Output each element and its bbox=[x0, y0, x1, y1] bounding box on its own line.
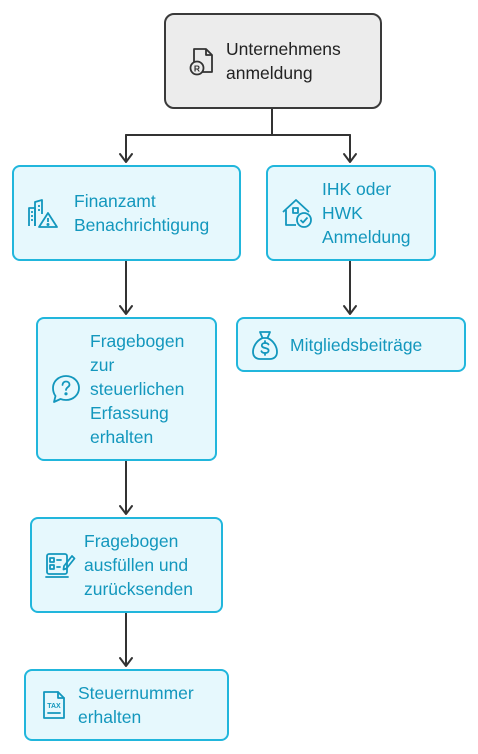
money-bag-icon bbox=[250, 329, 280, 361]
node-label: Unternehmens anmeldung bbox=[226, 39, 341, 83]
form-edit-icon bbox=[44, 549, 76, 581]
arrow-erhalten-ausfuellen bbox=[119, 505, 133, 515]
edge-root-split bbox=[125, 108, 351, 136]
arrow-ausfuellen-steuernummer bbox=[119, 657, 133, 667]
question-bubble-icon bbox=[50, 373, 82, 405]
node-label: IHK oder HWK Anmeldung bbox=[322, 179, 411, 247]
buildings-warning-icon bbox=[26, 196, 60, 230]
node-steuernummer-erhalten: TAX Steuernummer erhalten bbox=[24, 669, 229, 741]
arrow-root-finanzamt bbox=[119, 153, 133, 163]
node-label: Fragebogen ausfüllen und zurücksenden bbox=[84, 531, 193, 599]
tax-document-icon: TAX bbox=[40, 689, 68, 721]
node-label: Finanzamt Benachrichtigung bbox=[74, 191, 210, 235]
svg-text:R: R bbox=[194, 64, 200, 74]
node-fragebogen-erhalten: Fragebogen zur steuerlichen Erfassung er… bbox=[36, 317, 217, 461]
house-check-icon bbox=[280, 196, 314, 230]
registered-document-icon: R bbox=[186, 46, 216, 76]
arrow-ihk-mitglied bbox=[343, 305, 357, 315]
tax-icon-text: TAX bbox=[47, 703, 61, 710]
arrow-finanzamt-fragebogen bbox=[119, 305, 133, 315]
node-label: Steuernummer erhalten bbox=[78, 683, 194, 727]
node-mitgliedsbeitraege: Mitgliedsbeiträge bbox=[236, 317, 466, 372]
node-label: Mitgliedsbeiträge bbox=[290, 334, 423, 355]
node-label: Fragebogen zur steuerlichen Erfassung er… bbox=[90, 331, 185, 447]
node-unternehmensanmeldung: R Unternehmens anmeldung bbox=[164, 13, 382, 109]
node-fragebogen-ausfuellen: Fragebogen ausfüllen und zurücksenden bbox=[30, 517, 223, 613]
node-finanzamt-benachrichtigung: Finanzamt Benachrichtigung bbox=[12, 165, 241, 261]
node-ihk-hwk-anmeldung: IHK oder HWK Anmeldung bbox=[266, 165, 436, 261]
arrow-root-ihk bbox=[343, 153, 357, 163]
